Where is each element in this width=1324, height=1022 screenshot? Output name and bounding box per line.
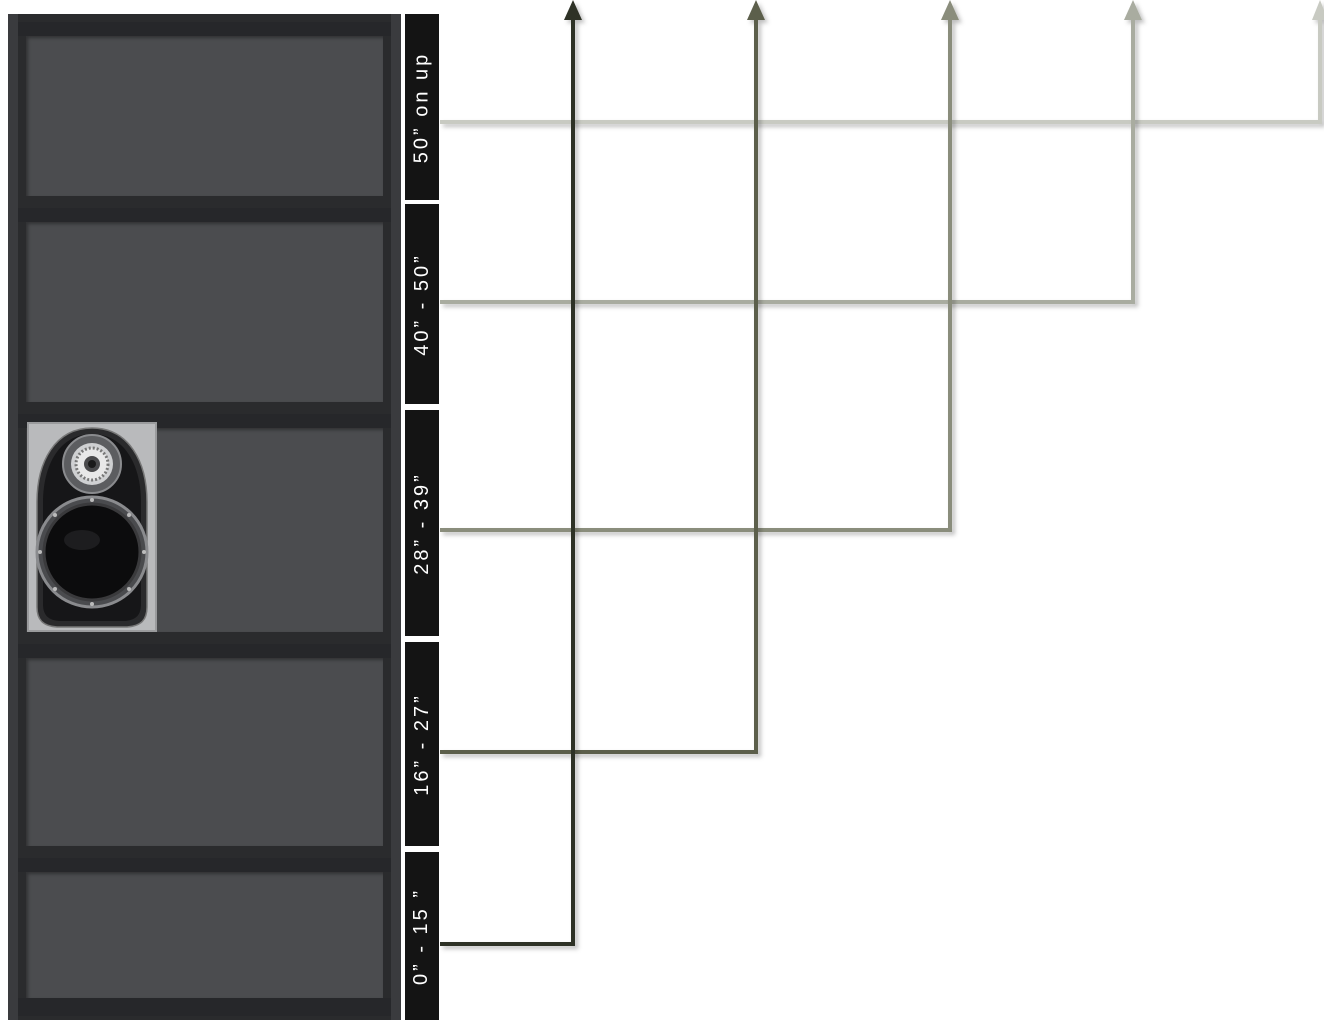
connector-0-15 <box>440 0 582 944</box>
arrow-up-icon <box>1124 0 1142 20</box>
arrow-up-icon <box>941 0 959 20</box>
arrow-up-icon <box>1312 0 1324 20</box>
connector-28-39 <box>440 0 959 530</box>
arrow-up-icon <box>564 0 582 20</box>
connector-40-50 <box>440 0 1142 302</box>
connector-16-27 <box>440 0 765 752</box>
arrow-up-icon <box>747 0 765 20</box>
